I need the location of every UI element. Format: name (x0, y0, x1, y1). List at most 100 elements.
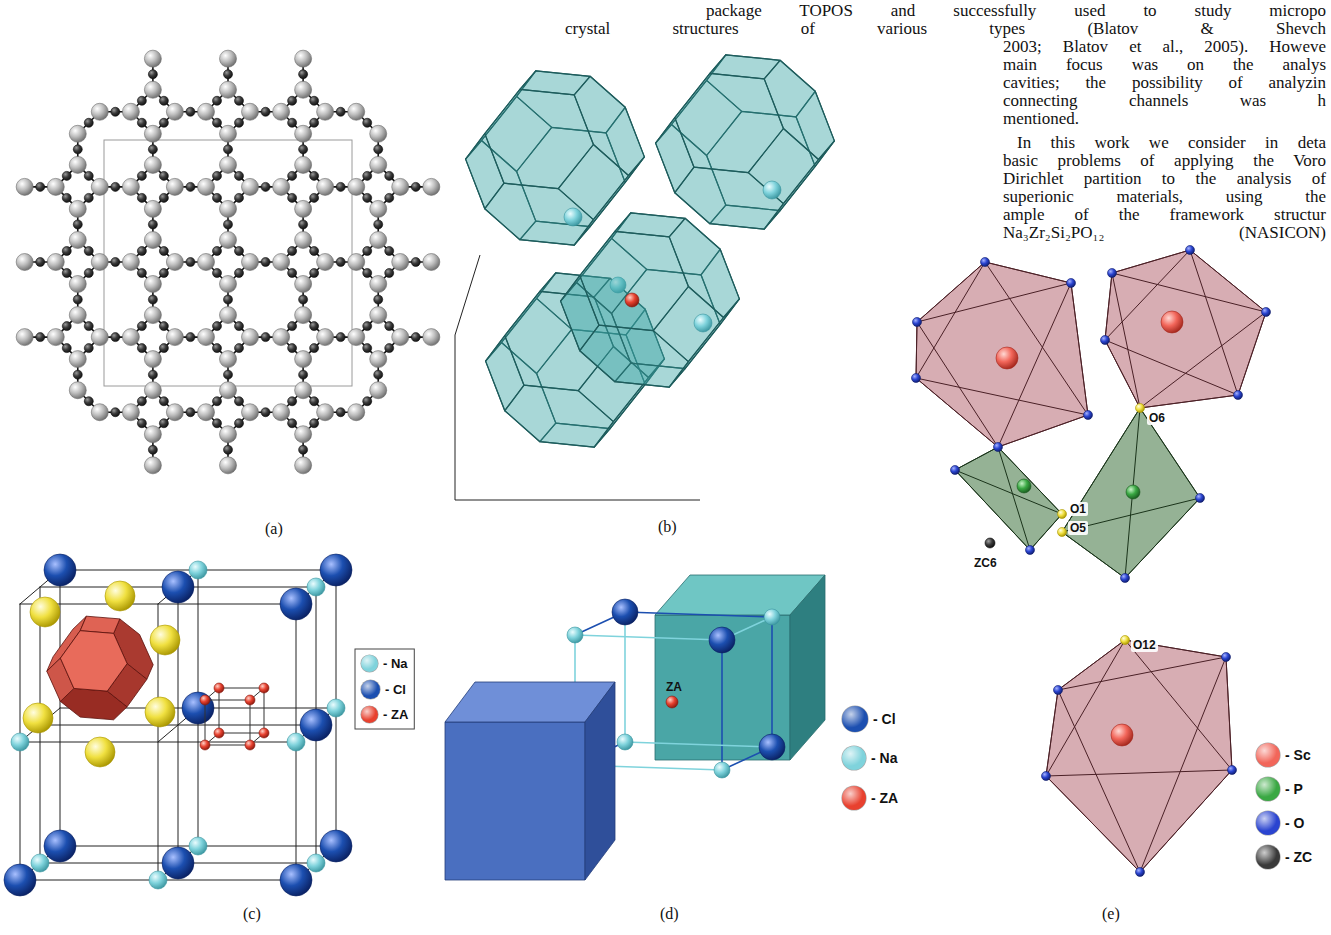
na-atom (567, 627, 583, 643)
o-atom (385, 344, 394, 353)
octahedron-edge (985, 262, 1071, 283)
octahedron-edge (1046, 690, 1058, 776)
o-atom (363, 397, 372, 406)
t-atom (317, 254, 334, 271)
octahedron-edge (1140, 312, 1266, 408)
t-atom (273, 103, 290, 120)
o-atom (84, 193, 93, 202)
o-atom (137, 269, 146, 278)
o-atom (374, 145, 383, 154)
t-atom (220, 200, 237, 217)
t-atom (220, 81, 237, 98)
t-atom (144, 200, 161, 217)
octahedron-edge (1058, 690, 1140, 872)
t-atom (198, 329, 215, 346)
t-atom (166, 329, 183, 346)
o-atom (336, 258, 345, 267)
unit-cell-outline (104, 140, 352, 386)
panel-label-box: (e) (1102, 905, 1120, 923)
o-atom (310, 171, 319, 180)
panel-label-box: (d) (660, 905, 679, 923)
o-atom (310, 247, 319, 256)
legend-swatch (842, 746, 866, 770)
o-atom (148, 220, 157, 229)
o-atom (84, 322, 93, 331)
t-atom (370, 156, 387, 173)
o-atom (137, 96, 146, 105)
o-atom (310, 96, 319, 105)
o-atom (261, 408, 270, 417)
o-atom (299, 295, 308, 304)
o-atom (84, 247, 93, 256)
octahedron-edge (1238, 312, 1266, 395)
body-text-line-box: mentioned. (1003, 109, 1079, 128)
t-atom (220, 382, 237, 399)
t-atom (220, 125, 237, 142)
o-atom (159, 193, 168, 202)
legend-entry: - ZA (842, 786, 898, 810)
t-atom (91, 404, 108, 421)
body-text-line: ample of the framework structur (1003, 205, 1326, 224)
o-atom (62, 171, 71, 180)
point-label: ZA (664, 680, 684, 694)
za-point (245, 740, 255, 750)
o-atom (186, 107, 195, 116)
o-atom (374, 295, 383, 304)
nacl-lattice (4, 554, 352, 896)
t-atom (144, 307, 161, 324)
t-atom (144, 351, 161, 368)
o-atom (159, 171, 168, 180)
o-atom (261, 333, 270, 342)
o-atom (148, 445, 157, 454)
body-text-line-box: crystal structures of various types (Bla… (565, 19, 1326, 38)
body-text-line-box: Dirichlet partition to the analysis of (1003, 169, 1326, 188)
legend-entry: - Sc (1256, 743, 1311, 767)
legend-entry: - O (1256, 811, 1304, 835)
sc-octahedron (1105, 250, 1266, 408)
tetrahedron-edge (1125, 408, 1140, 578)
o-atom (137, 419, 146, 428)
za-point (200, 740, 210, 750)
neighbour-atom (145, 697, 175, 727)
t-atom (295, 457, 312, 474)
body-text-line: In this work we consider in deta (1017, 133, 1326, 152)
body-text-line-box: basic problems of applying the Voro (1003, 151, 1326, 170)
octahedron-edge (985, 262, 1088, 415)
t-atom (144, 457, 161, 474)
o-atom (148, 70, 157, 79)
t-atom (198, 404, 215, 421)
o-atom (1054, 686, 1063, 695)
o-atom (299, 70, 308, 79)
t-atom (370, 382, 387, 399)
legend-frame (355, 649, 414, 729)
cube-face (790, 575, 825, 760)
body-text-line-box: 2003; Blatov et al., 2005). Howeve (1003, 37, 1326, 56)
t-atom (423, 329, 440, 346)
o-atom (84, 269, 93, 278)
o-atom (111, 258, 120, 267)
t-atom (122, 103, 139, 120)
coordination-polyhedra (912, 246, 1271, 877)
octahedron-edge (1046, 770, 1232, 776)
cl-atom (162, 571, 194, 603)
octahedron-edge (1105, 273, 1112, 340)
o-atom (213, 118, 222, 127)
o-atom (363, 171, 372, 180)
t-atom (348, 178, 365, 195)
o-atom (385, 322, 394, 331)
na-atom (307, 578, 325, 596)
t-atom (69, 156, 86, 173)
za-edge (205, 700, 250, 701)
o-atom (186, 182, 195, 191)
t-atom (166, 254, 183, 271)
t-atom (69, 307, 86, 324)
legend-entry: - ZA (361, 706, 408, 723)
o-atom (288, 171, 297, 180)
o-atom (363, 118, 372, 127)
o-atom (235, 193, 244, 202)
o-atom (411, 258, 420, 267)
za-point (259, 683, 269, 693)
o-atom (1084, 411, 1093, 420)
t-atom (91, 329, 108, 346)
t-atom (47, 254, 64, 271)
